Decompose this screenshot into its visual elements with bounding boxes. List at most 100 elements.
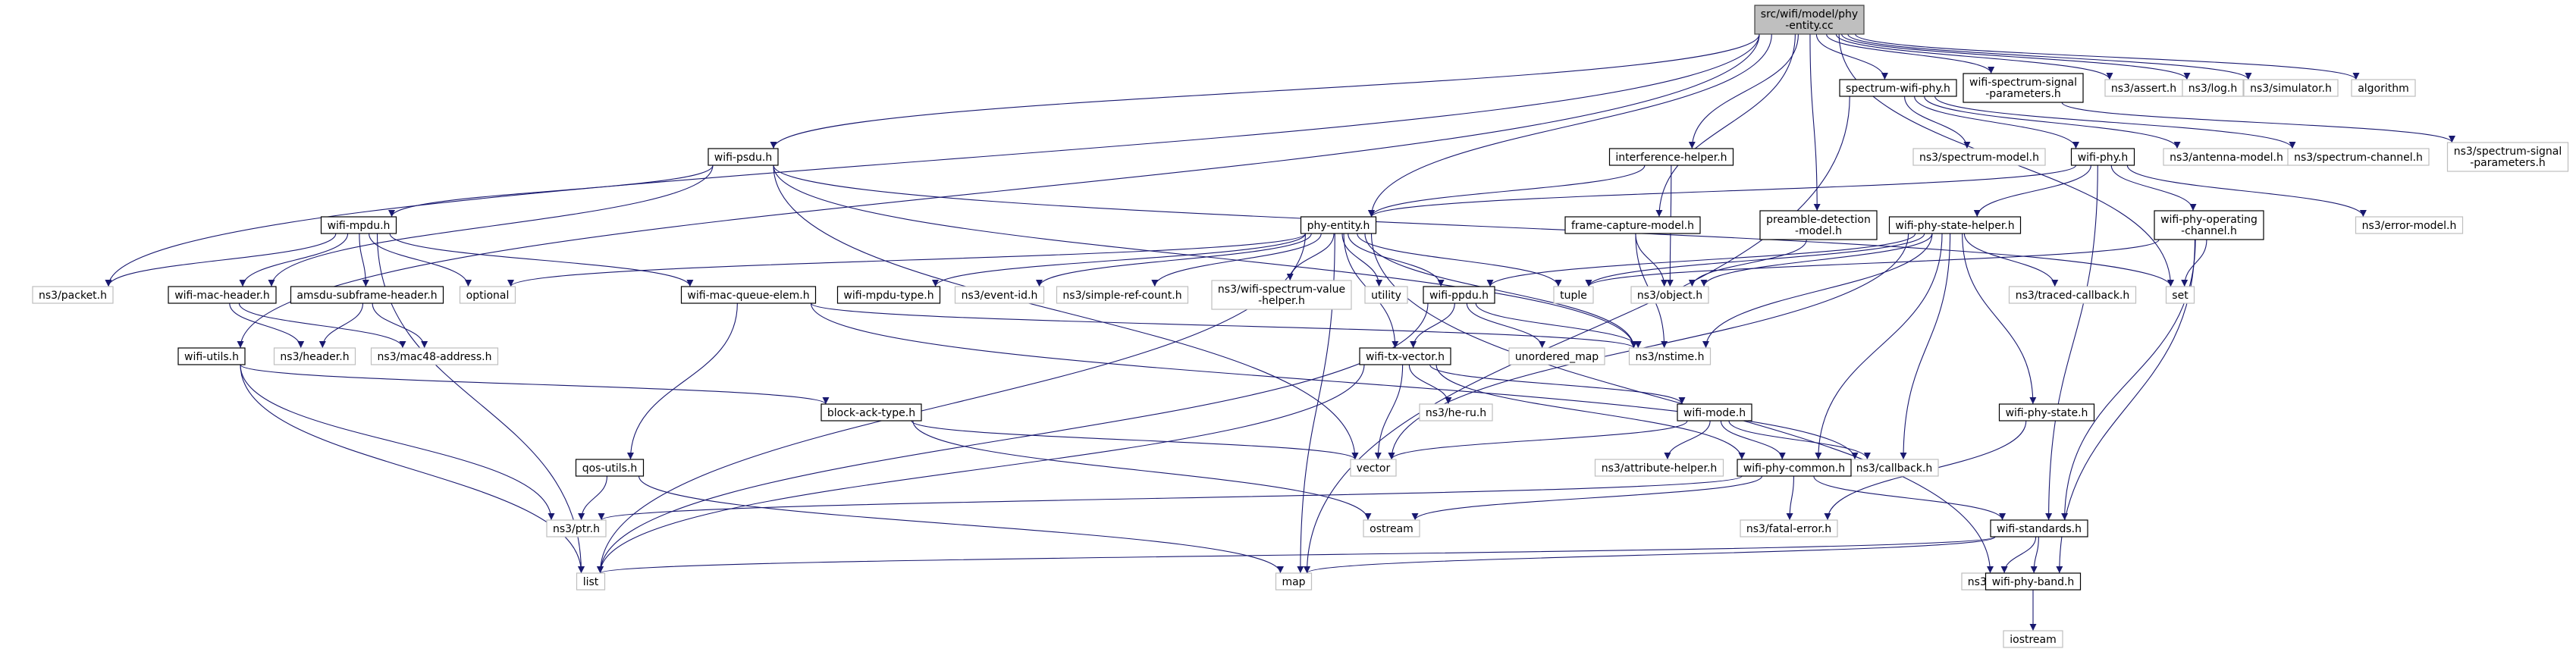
- edge-wifi-phy-to-wifi-phy-operating-channel: [2110, 165, 2197, 212]
- node-ns3-antenna-model: ns3/antenna-model.h: [2163, 148, 2290, 166]
- node-label: wifi-tx-vector.h: [1366, 351, 1445, 363]
- node-ns3-fatal-error: ns3/fatal-error.h: [1740, 519, 1838, 537]
- edge-phy-entity-to-list: [597, 233, 1307, 574]
- node-wifi-spectrum-signal-parameters[interactable]: wifi-spectrum-signal-parameters.h: [1963, 73, 2084, 103]
- node-label: ns3/spectrum-model.h: [1919, 152, 2039, 164]
- edge-wifi-phy-state-helper-to-wifi-ppdu: [1486, 233, 1916, 287]
- node-label: iostream: [2010, 634, 2057, 646]
- node-amsdu-subframe-header[interactable]: amsdu-subframe-header.h: [290, 286, 444, 304]
- node-ns3-spectrum-model: ns3/spectrum-model.h: [1912, 148, 2046, 166]
- node-ns3-spectrum-channel: ns3/spectrum-channel.h: [2287, 148, 2430, 166]
- node-box: [836, 286, 941, 304]
- edge-wifi-phy-state-helper-to-tuple: [1585, 233, 1925, 287]
- node-label: ns3/log.h: [2189, 83, 2237, 95]
- edge-phy-entity-to-wifi-mpdu-type: [932, 233, 1307, 287]
- node-wifi-utils[interactable]: wifi-utils.h: [177, 347, 246, 365]
- edge-phy-entity-to-wifi-ppdu: [1348, 233, 1445, 287]
- node-box: [2351, 79, 2416, 97]
- node-box: [1839, 79, 1957, 97]
- node-ns3-simulator: ns3/simulator.h: [2243, 79, 2339, 97]
- node-block-ack-type[interactable]: block-ack-type.h: [820, 403, 922, 422]
- node-box: [1211, 280, 1352, 310]
- node-wifi-mac-header[interactable]: wifi-mac-header.h: [168, 286, 277, 304]
- node-box: [1553, 286, 1594, 304]
- node-wifi-ppdu[interactable]: wifi-ppdu.h: [1423, 286, 1495, 304]
- node-ns3-log: ns3/log.h: [2182, 79, 2244, 97]
- edge-wifi-phy-to-phy-entity: [1368, 165, 2077, 218]
- node-wifi-mpdu-type[interactable]: wifi-mpdu-type.h: [836, 286, 941, 304]
- node-root[interactable]: src/wifi/model/phy-entity.cc: [1754, 5, 1865, 35]
- node-wifi-standards[interactable]: wifi-standards.h: [1990, 519, 2088, 537]
- node-wifi-phy[interactable]: wifi-phy.h: [2070, 148, 2135, 166]
- node-wifi-mode[interactable]: wifi-mode.h: [1677, 403, 1752, 422]
- node-box: [1363, 519, 1420, 537]
- node-label: wifi-phy.h: [2078, 152, 2129, 164]
- node-label: wifi-spectrum-signal: [1969, 77, 2077, 89]
- edge-spectrum-wifi-phy-to-map: [1304, 96, 1850, 574]
- edge-wifi-phy-operating-channel-to-set: [2181, 239, 2207, 287]
- node-ns3-header: ns3/header.h: [273, 347, 356, 365]
- edge-wifi-standards-to-list: [597, 536, 1996, 574]
- node-label: ns3/simulator.h: [2250, 83, 2332, 95]
- node-wifi-phy-band[interactable]: wifi-phy-band.h: [1985, 572, 2082, 591]
- node-box: [1300, 216, 1377, 234]
- node-spectrum-wifi-phy[interactable]: spectrum-wifi-phy.h: [1839, 79, 1957, 97]
- edge-phy-entity-to-optional: [507, 233, 1307, 287]
- node-box: [1963, 73, 2084, 103]
- node-ns3-spectrum-signal-parameters: ns3/spectrum-signal-parameters.h: [2446, 142, 2569, 172]
- edge-root-to-spectrum-wifi-phy: [1815, 33, 1888, 80]
- edge-phy-entity-to-ns3-nstime: [1364, 233, 1637, 349]
- edge-wifi-psdu-to-set: [773, 165, 2174, 287]
- edge-wifi-spectrum-signal-parameters-to-ns3-spectrum-signal-parameters: [2061, 102, 2455, 143]
- node-label: -entity.cc: [1785, 20, 1834, 32]
- edge-wifi-mode-to-vector: [1388, 420, 1688, 460]
- node-ns3-event-id: ns3/event-id.h: [954, 286, 1045, 304]
- edge-wifi-tx-vector-to-vector: [1374, 364, 1404, 460]
- edge-wifi-tx-vector-to-ns3-he-ru: [1408, 364, 1452, 405]
- node-box: [2070, 148, 2135, 166]
- node-label: ns3/wifi-spectrum-value: [1218, 284, 1345, 296]
- node-box: [954, 286, 1045, 304]
- node-wifi-mpdu[interactable]: wifi-mpdu.h: [320, 216, 397, 234]
- edge-wifi-phy-state-helper-to-ns3-callback: [1900, 233, 1951, 460]
- node-box: [1419, 403, 1493, 422]
- node-ns3-error-model: ns3/error-model.h: [2355, 216, 2464, 234]
- node-map: map: [1275, 572, 1313, 591]
- node-box: [2355, 216, 2464, 234]
- node-box: [1608, 148, 1734, 166]
- node-ns3-nstime: ns3/nstime.h: [1628, 347, 1712, 365]
- node-wifi-phy-common[interactable]: wifi-phy-common.h: [1737, 459, 1852, 477]
- node-box: [2243, 79, 2339, 97]
- node-wifi-tx-vector[interactable]: wifi-tx-vector.h: [1359, 347, 1451, 365]
- node-ns3-mac48-address: ns3/mac48-address.h: [370, 347, 499, 365]
- node-ns3-object: ns3/object.h: [1630, 286, 1709, 304]
- node-qos-utils[interactable]: qos-utils.h: [575, 459, 645, 477]
- node-wifi-phy-state[interactable]: wifi-phy-state.h: [1998, 403, 2095, 422]
- node-phy-entity[interactable]: phy-entity.h: [1300, 216, 1377, 234]
- node-box: [1630, 286, 1709, 304]
- node-tuple: tuple: [1553, 286, 1594, 304]
- node-preamble-detection-model[interactable]: preamble-detection-model.h: [1759, 210, 1878, 240]
- edge-root-to-ns3-log: [1841, 33, 2191, 80]
- node-wifi-phy-state-helper[interactable]: wifi-phy-state-helper.h: [1888, 216, 2022, 234]
- node-label: ns3/antenna-model.h: [2170, 152, 2283, 164]
- edge-preamble-detection-model-to-ns3-object: [1688, 239, 1807, 287]
- node-box: [459, 286, 516, 304]
- node-box: [546, 519, 607, 537]
- edge-block-ack-type-to-ostream: [912, 420, 1372, 521]
- node-frame-capture-model[interactable]: frame-capture-model.h: [1564, 216, 1701, 234]
- edge-phy-entity-to-ns3-wifi-spectrum-value-helper: [1286, 233, 1335, 281]
- node-label: ns3/spectrum-signal: [2454, 146, 2562, 158]
- node-label: vector: [1357, 462, 1391, 475]
- edge-root-to-wifi-utils: [237, 33, 1760, 349]
- node-wifi-mac-queue-elem[interactable]: wifi-mac-queue-elem.h: [680, 286, 817, 304]
- edge-root-to-wifi-psdu: [770, 33, 1760, 149]
- edge-root-to-frame-capture-model: [1655, 33, 1796, 218]
- node-label: ns3/nstime.h: [1636, 351, 1705, 363]
- node-interference-helper[interactable]: interference-helper.h: [1608, 148, 1734, 166]
- node-label: ns3/packet.h: [39, 290, 107, 302]
- node-label: ns3/header.h: [280, 351, 349, 363]
- node-wifi-phy-operating-channel[interactable]: wifi-phy-operating-channel.h: [2154, 210, 2264, 240]
- node-wifi-psdu[interactable]: wifi-psdu.h: [708, 148, 779, 166]
